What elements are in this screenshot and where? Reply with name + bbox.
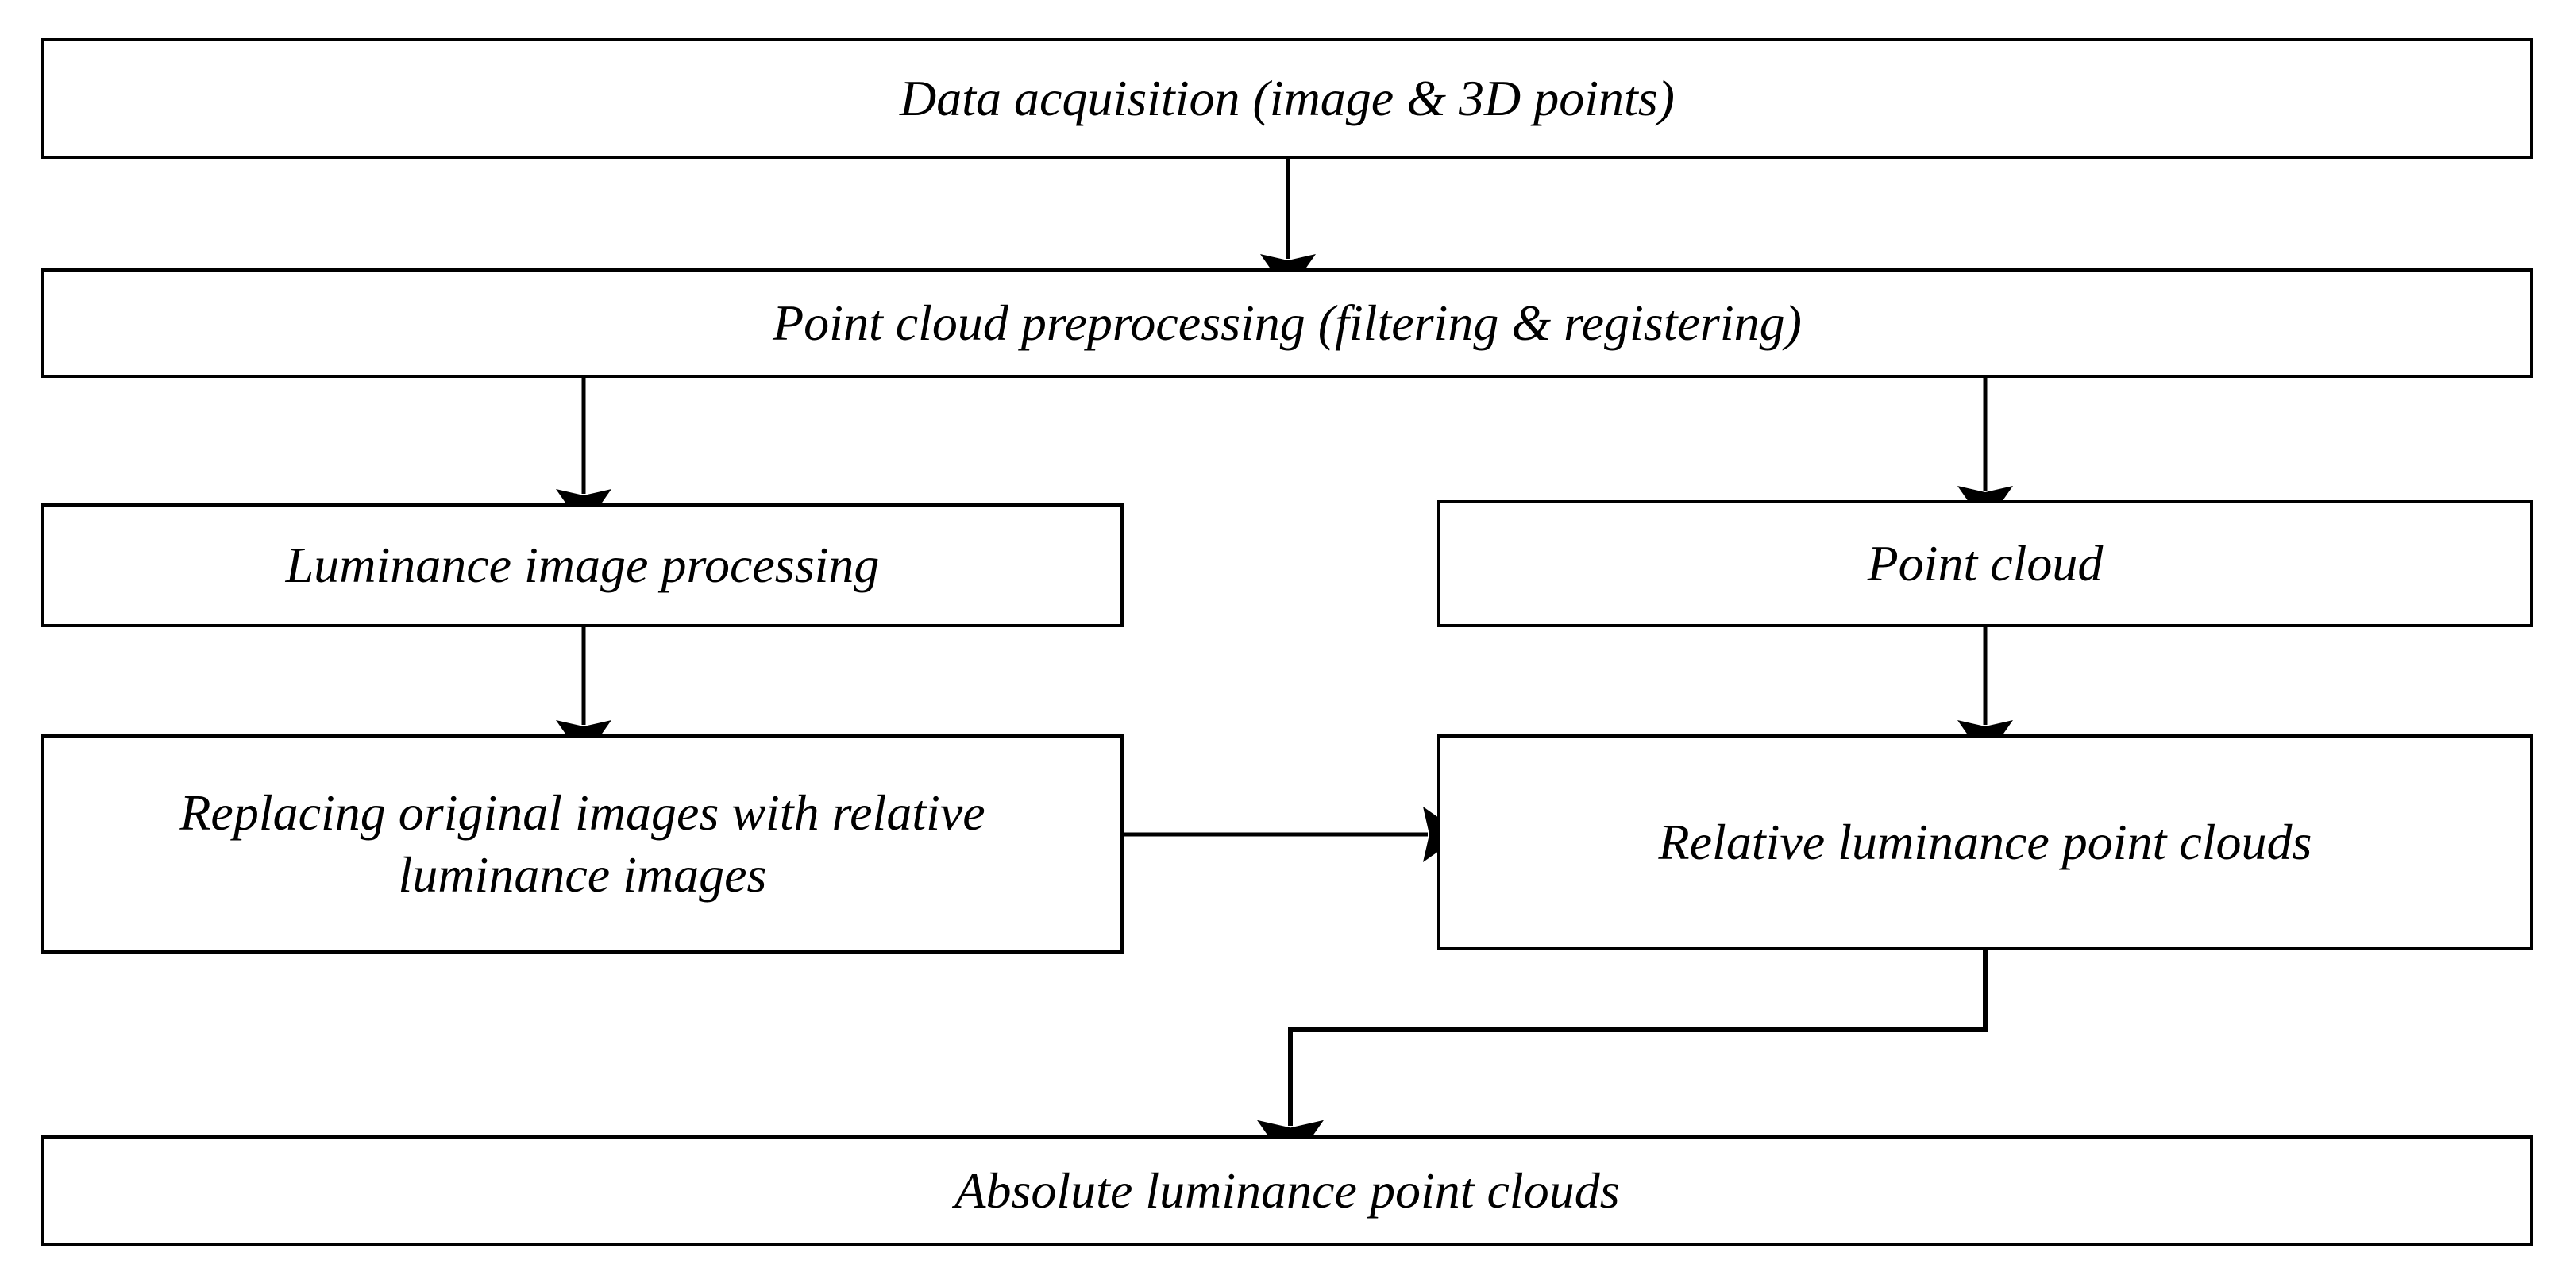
node-label: Absolute luminance point clouds	[954, 1162, 1620, 1219]
node-replacing-original-images[interactable]: Replacing original images with relative …	[41, 734, 1124, 954]
node-relative-luminance-point-clouds[interactable]: Relative luminance point clouds	[1437, 734, 2533, 950]
node-label: Data acquisition (image & 3D points)	[900, 69, 1675, 126]
node-label-line-1: Replacing original images with relative	[179, 784, 985, 841]
node-point-cloud[interactable]: Point cloud	[1437, 500, 2533, 627]
node-label: Point cloud preprocessing (filtering & r…	[773, 294, 1802, 351]
node-label: Relative luminance point clouds	[1658, 813, 2312, 870]
node-absolute-luminance-point-clouds[interactable]: Absolute luminance point clouds	[41, 1135, 2533, 1246]
node-point-cloud-preprocessing[interactable]: Point cloud preprocessing (filtering & r…	[41, 268, 2533, 378]
edge-relative-to-absolute-luminance-point-clouds	[1257, 950, 1988, 1168]
node-label: Point cloud	[1867, 534, 2104, 591]
node-data-acquisition[interactable]: Data acquisition (image & 3D points)	[41, 38, 2533, 159]
node-label-wrapper: Replacing original images with relative …	[59, 782, 1106, 906]
node-luminance-image-processing[interactable]: Luminance image processing	[41, 503, 1124, 627]
node-label: Luminance image processing	[285, 536, 880, 593]
node-label-line-2: luminance images	[398, 846, 767, 903]
